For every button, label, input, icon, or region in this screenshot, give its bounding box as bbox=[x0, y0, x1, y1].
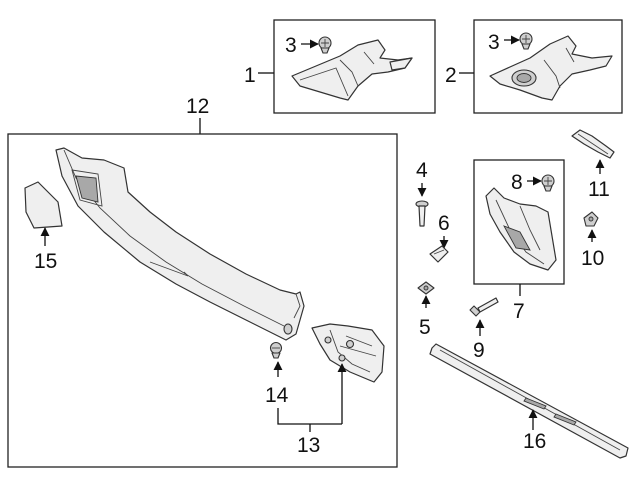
pin-4 bbox=[415, 200, 429, 227]
group-box-12 bbox=[7, 133, 398, 468]
retainer-10 bbox=[583, 211, 599, 227]
nut-5 bbox=[417, 281, 435, 295]
callout-1: 1 bbox=[244, 64, 256, 87]
bolt-9 bbox=[469, 297, 499, 317]
callout-12: 12 bbox=[186, 95, 209, 118]
callout-3-left: 3 bbox=[285, 34, 297, 57]
clip-8 bbox=[541, 174, 555, 192]
callout-13: 13 bbox=[297, 434, 320, 457]
callout-11: 11 bbox=[588, 178, 610, 201]
clip-3-left bbox=[318, 36, 332, 54]
callout-4: 4 bbox=[416, 159, 428, 182]
callout-2: 2 bbox=[445, 64, 457, 87]
callout-9: 9 bbox=[473, 339, 485, 362]
callout-8: 8 bbox=[511, 171, 523, 194]
callout-7: 7 bbox=[513, 300, 525, 323]
group-box-7 bbox=[473, 159, 565, 285]
callout-16: 16 bbox=[523, 430, 546, 453]
leader-13-left bbox=[277, 408, 342, 425]
pillar-trim-7 bbox=[485, 187, 557, 271]
clip-6 bbox=[429, 245, 449, 263]
callout-14: 14 bbox=[265, 384, 289, 407]
clip-3-right bbox=[519, 32, 533, 50]
group-box-1 bbox=[273, 19, 436, 114]
callout-5: 5 bbox=[419, 316, 431, 339]
callout-6: 6 bbox=[438, 212, 450, 235]
pillar-trim-1 bbox=[291, 39, 413, 101]
trim-cap-11 bbox=[571, 129, 615, 159]
callout-3-right: 3 bbox=[488, 31, 500, 54]
clip-14 bbox=[269, 341, 283, 359]
pillar-trim-2 bbox=[489, 35, 613, 101]
sill-trim-12 bbox=[55, 147, 305, 341]
callout-10: 10 bbox=[581, 247, 604, 270]
bracket-13 bbox=[311, 323, 385, 383]
group-box-2 bbox=[473, 19, 623, 114]
scuff-plate-16 bbox=[429, 343, 629, 459]
panel-15 bbox=[24, 181, 63, 229]
callout-15: 15 bbox=[34, 250, 57, 273]
